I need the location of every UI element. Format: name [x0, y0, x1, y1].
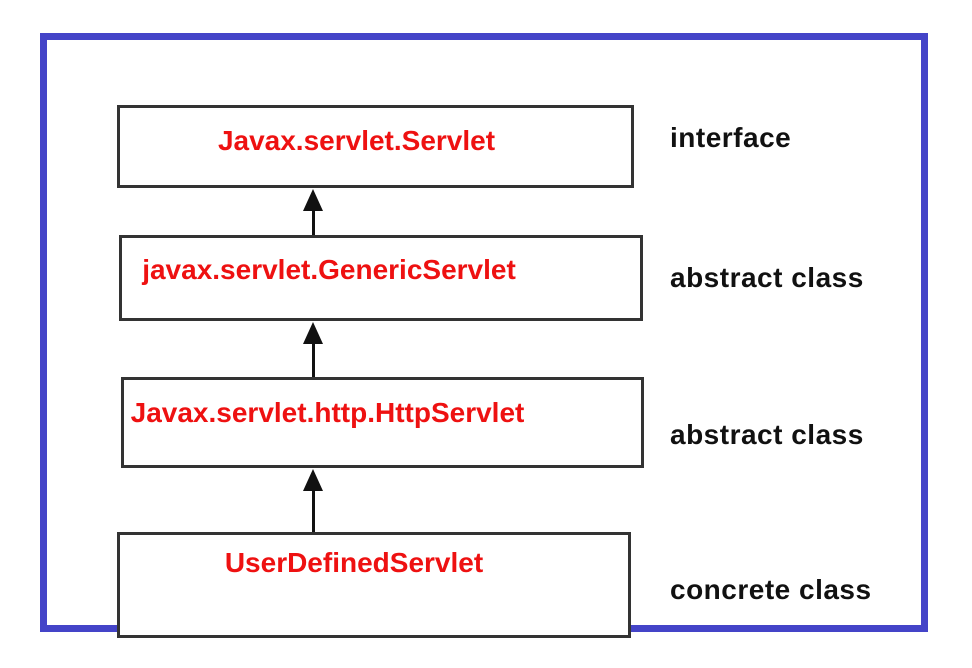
arrow-shaft [311, 211, 315, 235]
inheritance-arrow [303, 189, 323, 235]
arrow-up-icon [303, 189, 323, 211]
node-label: Javax.servlet.http.HttpServlet [130, 396, 525, 428]
type-label-abstract-class: abstract class [670, 419, 864, 450]
hierarchy-frame: Javax.servlet.Servlet javax.servlet.Gene… [40, 33, 928, 638]
arrow-shaft [311, 344, 315, 377]
node-javax-servlet-http-httpservlet: Javax.servlet.http.HttpServlet [121, 377, 644, 468]
node-label: Javax.servlet.Servlet [217, 124, 496, 156]
type-label-concrete-class: concrete class [670, 574, 872, 605]
inheritance-arrow [303, 322, 323, 377]
arrow-up-icon [303, 469, 323, 491]
type-label-abstract-class: abstract class [670, 262, 864, 293]
arrow-up-icon [303, 322, 323, 344]
arrow-shaft [311, 491, 315, 532]
node-label: javax.servlet.GenericServlet [142, 254, 516, 285]
node-javax-servlet-genericservlet: javax.servlet.GenericServlet [119, 235, 643, 321]
node-userdefinedservlet: UserDefinedServlet [117, 532, 631, 638]
type-label-interface: interface [670, 122, 792, 153]
node-javax-servlet-servlet: Javax.servlet.Servlet [117, 105, 634, 188]
inheritance-arrow [303, 469, 323, 532]
node-label: UserDefinedServlet [224, 547, 484, 578]
